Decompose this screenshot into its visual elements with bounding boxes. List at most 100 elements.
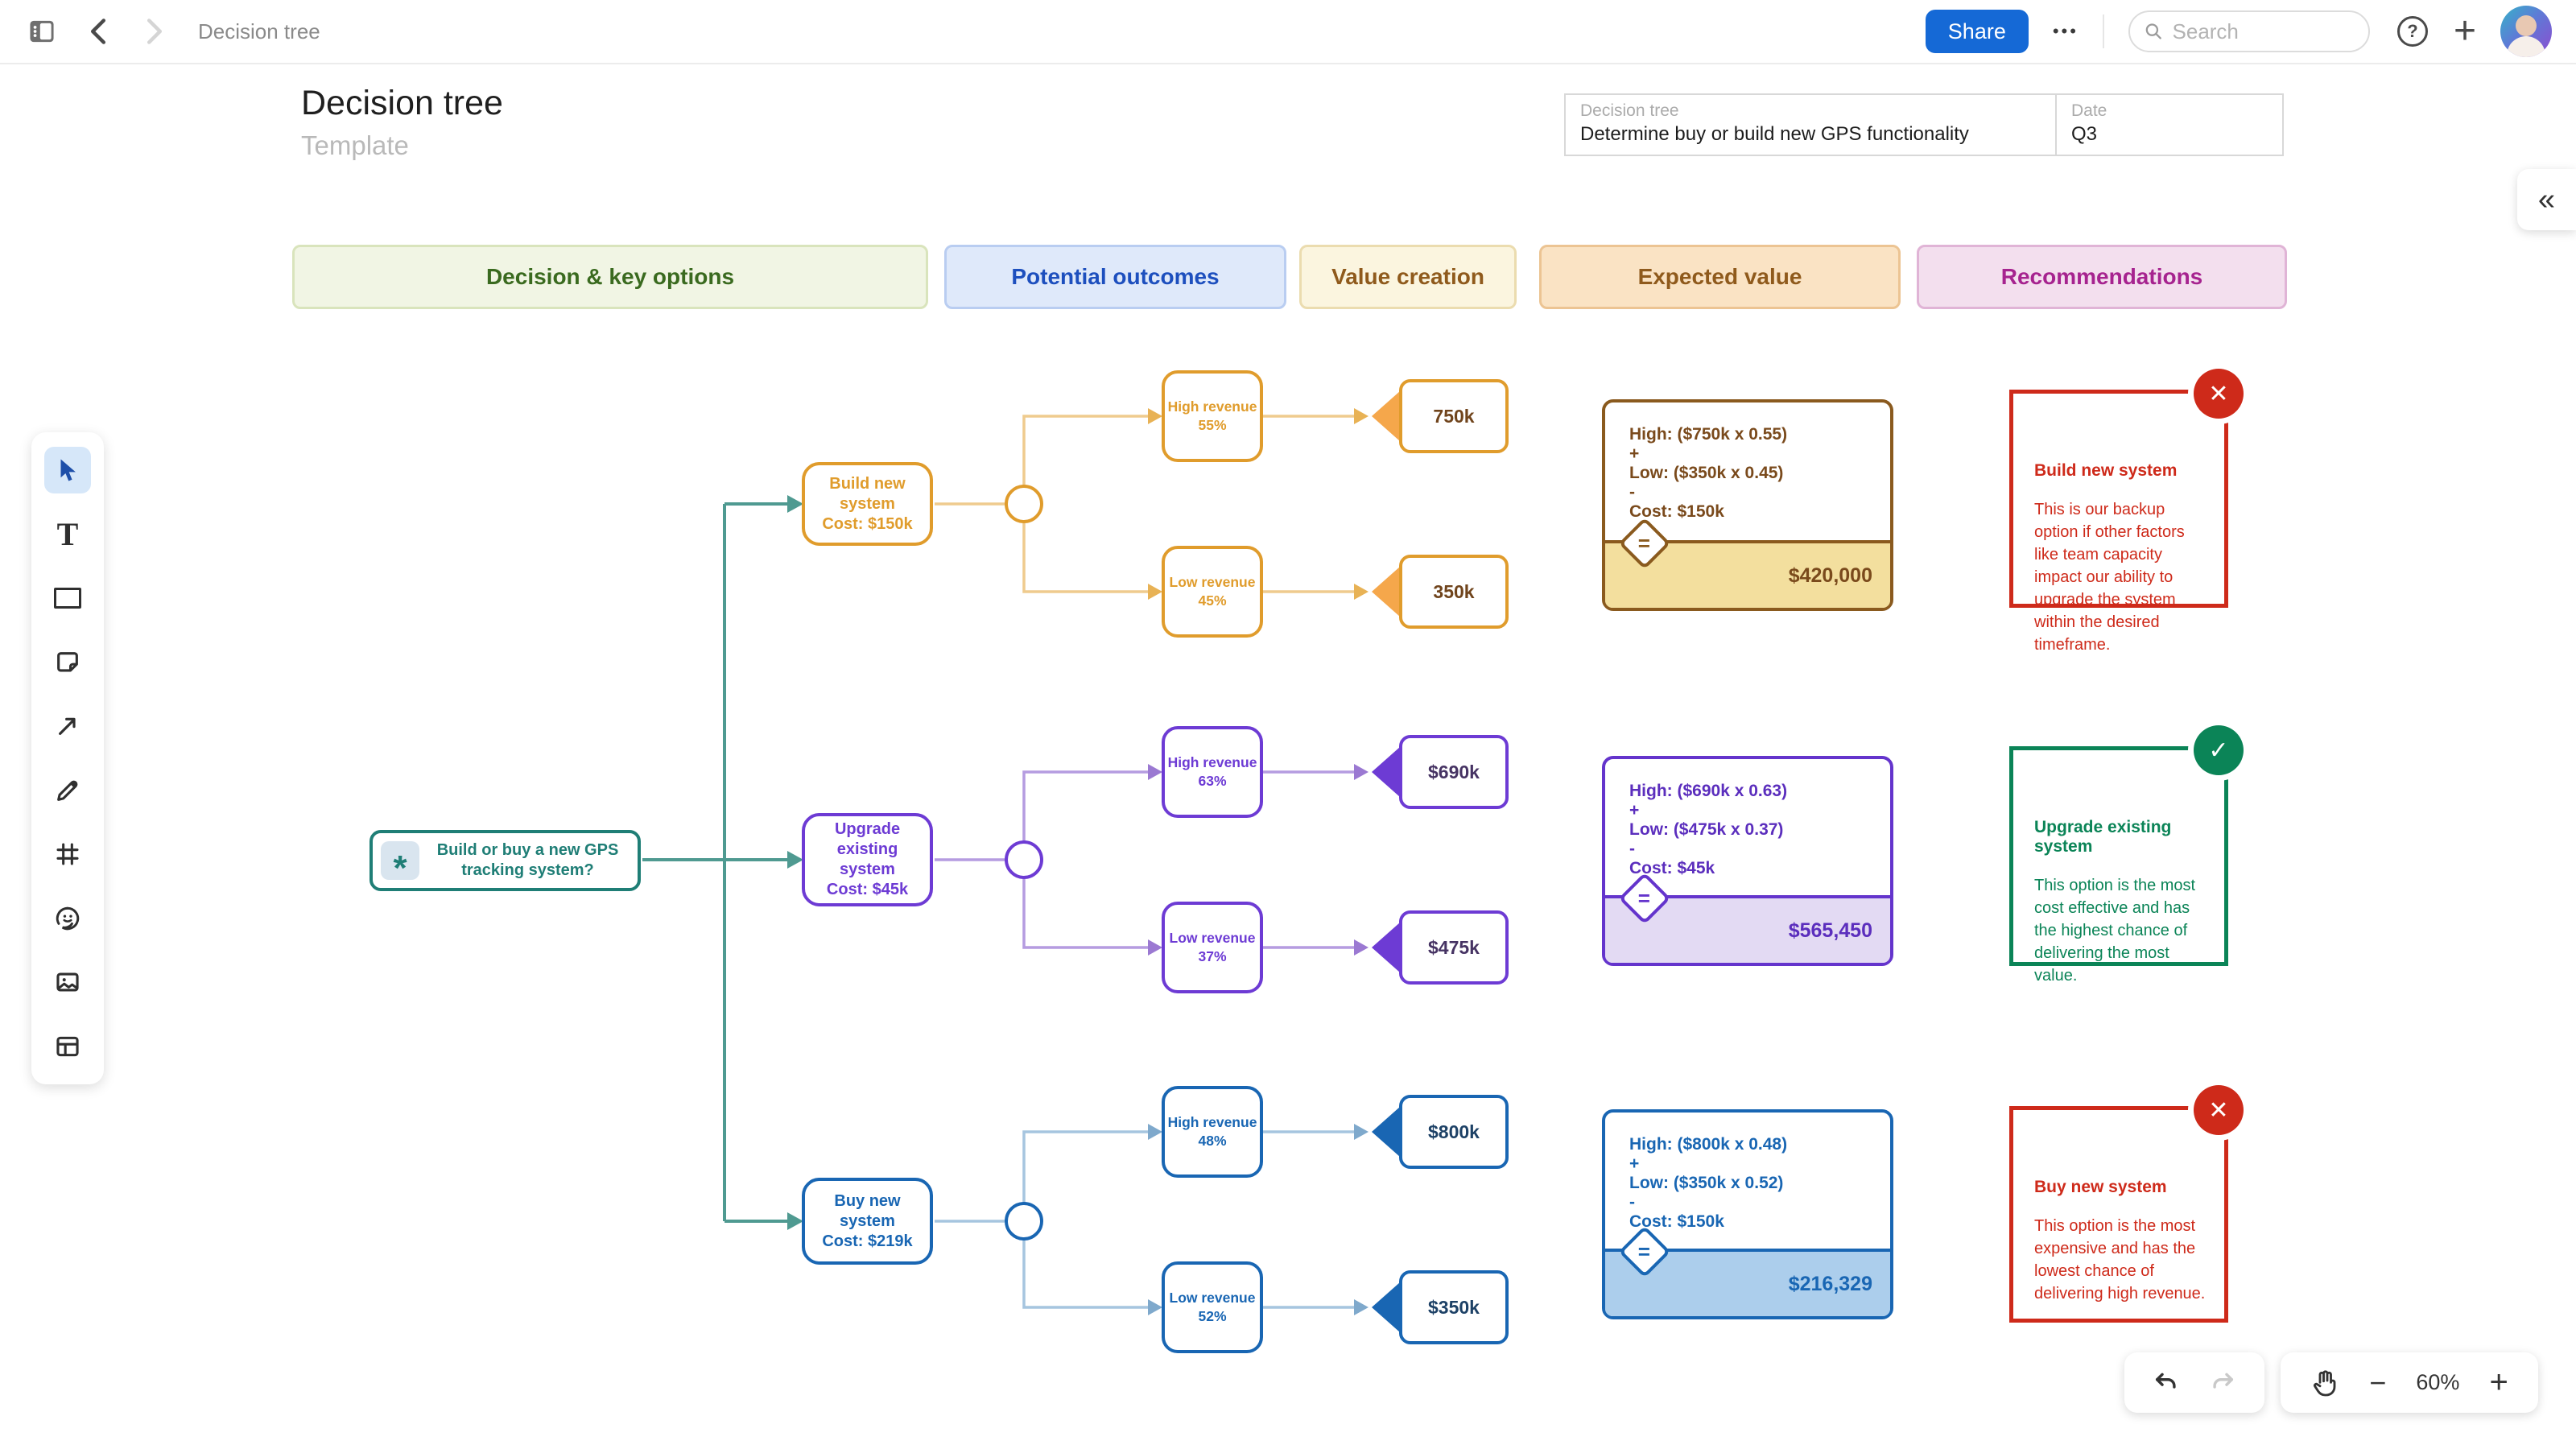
recommendation-body: This is our backup option if other facto… [2034,501,2185,654]
outcome-label: Low revenue [1169,930,1256,946]
outcome-probability: 48% [1198,1133,1227,1149]
text-tool-icon: T [56,516,79,553]
value-tag-build-low[interactable]: 350k [1372,555,1509,629]
double-chevron-left-icon: « [2537,182,2556,217]
root-decision-text: Build or buy a new GPS tracking system? [436,841,619,879]
outcome-node-upgrade-high[interactable]: High revenue 63% [1162,726,1263,818]
check-icon: ✓ [2208,737,2229,764]
more-options-button[interactable]: ••• [2052,21,2079,41]
recommendation-title: Build new system [2034,461,2178,480]
outcome-probability: 52% [1198,1308,1227,1324]
topbar-divider [2102,14,2104,48]
search-box[interactable] [2128,10,2370,52]
share-button[interactable]: Share [1925,10,2029,53]
outcome-node-build-low[interactable]: Low revenue 45% [1162,546,1263,638]
help-button[interactable]: ? [2396,16,2428,47]
shape-tool[interactable] [44,575,91,621]
image-tool[interactable] [44,959,91,1005]
info-table[interactable]: Decision tree Determine buy or build new… [1564,93,2284,156]
breadcrumb[interactable]: Decision tree [198,19,320,43]
sticker-tool[interactable] [44,895,91,942]
tag-value: $475k [1399,910,1509,985]
expected-value-box-build[interactable]: High: ($750k x 0.55) + Low: ($350k x 0.4… [1602,399,1893,611]
chevron-left-icon [90,19,106,44]
outcome-probability: 55% [1198,417,1227,433]
sidebar-toggle-icon [30,20,54,43]
reject-badge: ✕ [2194,1085,2244,1135]
tag-value: $350k [1399,1270,1509,1344]
expected-value-formula: High: ($800k x 0.48) + Low: ($350k x 0.5… [1629,1135,1788,1231]
hand-tool-button[interactable] [2310,1368,2339,1397]
info-cell-date[interactable]: Date Q3 [2057,95,2121,155]
info-label: Date [2071,101,2107,120]
column-header-decision-key-options[interactable]: Decision & key options [292,245,928,309]
forward-button[interactable] [137,14,172,49]
outcome-label: High revenue [1167,398,1257,415]
redo-button[interactable] [2209,1369,2236,1397]
topbar: Decision tree Share ••• ? + [0,0,2576,64]
sidebar-toggle-button[interactable] [24,14,60,49]
recommendation-box-buy[interactable]: ✕ Buy new system This option is the most… [2009,1085,2244,1323]
frame-tool[interactable] [44,831,91,877]
outcome-probability: 37% [1198,948,1227,964]
column-header-expected-value[interactable]: Expected value [1539,245,1901,309]
value-tag-buy-low[interactable]: $350k [1372,1270,1509,1344]
zoom-out-button[interactable]: − [2369,1365,2387,1399]
option-node-buy[interactable]: Buy new system Cost: $219k [802,1178,933,1265]
chevron-right-icon [147,19,163,44]
option-node-build[interactable]: Build new system Cost: $150k [802,462,933,546]
column-header-potential-outcomes[interactable]: Potential outcomes [944,245,1286,309]
search-input[interactable] [2172,19,2354,44]
tag-value: 350k [1399,555,1509,629]
recommendation-body: This option is the most expensive and ha… [2034,1217,2206,1302]
value-tag-upgrade-low[interactable]: $475k [1372,910,1509,985]
collapse-panel-button[interactable]: « [2517,169,2576,230]
outcome-node-upgrade-low[interactable]: Low revenue 37% [1162,902,1263,993]
new-file-button[interactable]: + [2453,10,2476,52]
tag-value: $800k [1399,1095,1509,1169]
info-cell-decision[interactable]: Decision tree Determine buy or build new… [1566,95,2057,155]
sticky-note-tool[interactable] [44,639,91,686]
arrow-icon [59,717,76,736]
select-tool[interactable] [44,447,91,493]
expected-value-box-buy[interactable]: High: ($800k x 0.48) + Low: ($350k x 0.5… [1602,1109,1893,1319]
recommendation-box-build[interactable]: ✕ Build new system This is our backup op… [2009,369,2244,654]
option-node-upgrade[interactable]: Upgrade existing system Cost: $45k [802,813,933,906]
back-button[interactable] [80,14,116,49]
cursor-icon [60,459,76,481]
option-title: Upgrade existing system [834,820,901,878]
value-tag-upgrade-high[interactable]: $690k [1372,735,1509,809]
image-icon [56,972,79,992]
zoom-in-button[interactable]: + [2489,1364,2508,1400]
value-tag-buy-high[interactable]: $800k [1372,1095,1509,1169]
value-tag-build-high[interactable]: 750k [1372,379,1509,453]
expected-value-box-upgrade[interactable]: High: ($690k x 0.63) + Low: ($475k x 0.3… [1602,756,1893,966]
avatar[interactable] [2500,6,2552,57]
redo-icon [2213,1373,2233,1389]
pen-tool[interactable] [44,767,91,814]
root-decision-node[interactable]: * Build or buy a new GPS tracking system… [369,830,641,891]
info-value: Determine buy or build new GPS functiona… [1580,123,1969,145]
outcome-label: High revenue [1167,1114,1257,1130]
page-subtitle[interactable]: Template [301,130,409,160]
sticky-note-icon [57,651,78,672]
recommendation-box-upgrade[interactable]: ✓ Upgrade existing system This option is… [2009,725,2244,985]
page-title[interactable]: Decision tree [301,84,503,122]
table-icon [56,1036,79,1057]
column-header-value-creation[interactable]: Value creation [1299,245,1517,309]
column-header-recommendations[interactable]: Recommendations [1917,245,2287,309]
option-cost: Cost: $45k [826,881,909,898]
undo-button[interactable] [2153,1369,2180,1397]
connector-tool[interactable] [44,703,91,749]
option-cost: Cost: $150k [822,514,913,533]
zoom-level: 60% [2416,1370,2460,1394]
outcome-node-buy-low[interactable]: Low revenue 52% [1162,1261,1263,1353]
history-controls [2124,1352,2264,1413]
outcome-node-buy-high[interactable]: High revenue 48% [1162,1086,1263,1178]
option-cost: Cost: $219k [822,1232,913,1250]
table-tool[interactable] [44,1023,91,1070]
recommendation-body: This option is the most cost effective a… [2034,877,2196,985]
outcome-node-build-high[interactable]: High revenue 55% [1162,370,1263,462]
text-tool[interactable]: T [44,511,91,558]
